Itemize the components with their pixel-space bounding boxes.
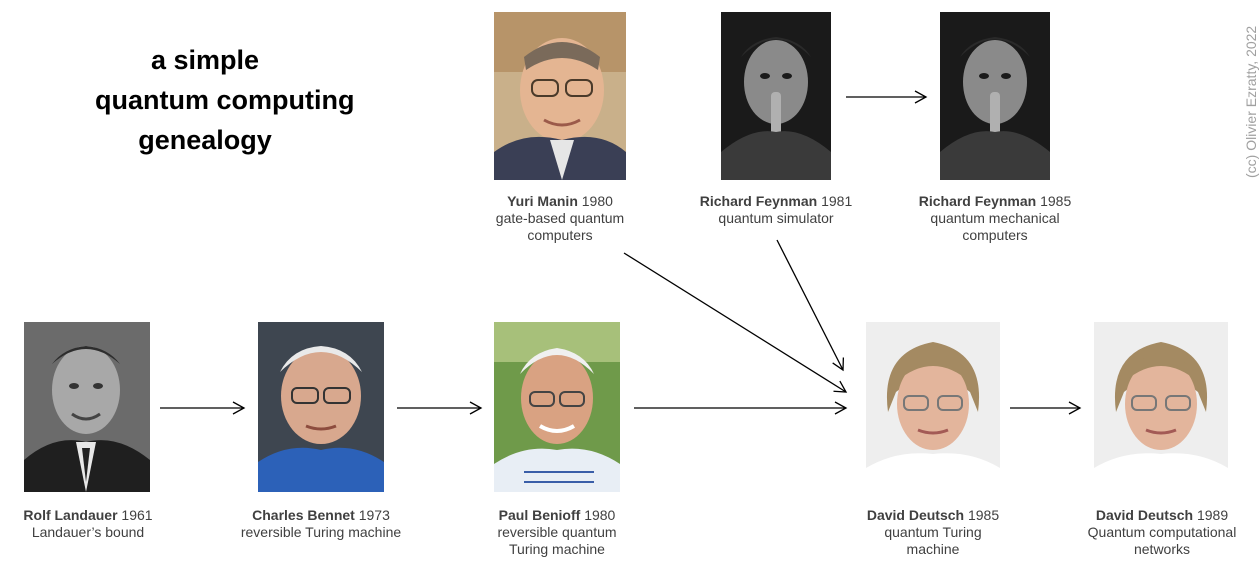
node-desc-2: machine	[906, 541, 960, 557]
node-desc-1: quantum simulator	[718, 210, 834, 226]
photo-david-deutsch-1985	[866, 322, 1000, 492]
node-name: Yuri Manin	[507, 193, 578, 209]
photo-rolf-landauer	[24, 322, 150, 492]
node-desc-1: reversible quantum	[497, 524, 617, 540]
node-name: Richard Feynman	[918, 193, 1037, 209]
node-desc-1: quantum mechanical	[930, 210, 1060, 226]
node-desc-1: Quantum computational	[1087, 524, 1237, 540]
photo-richard-feynman-1981	[721, 12, 831, 180]
node-desc-1: gate-based quantum	[495, 210, 625, 226]
page-title: a simple quantum computing genealogy	[95, 40, 355, 160]
caption-richard-feynman-1981: Richard Feynman 1981 quantum simulator	[676, 193, 876, 227]
node-name: Charles Bennet	[252, 507, 355, 523]
arrow-feynman81-to-deutsch85	[776, 239, 845, 372]
node-desc-2: networks	[1133, 541, 1191, 557]
node-desc-2: computers	[527, 227, 593, 243]
caption-yuri-manin: Yuri Manin 1980 gate-based quantum compu…	[460, 193, 660, 244]
caption-charles-bennet: Charles Bennet 1973 reversible Turing ma…	[211, 507, 431, 541]
node-desc-1: quantum Turing	[884, 524, 982, 540]
caption-richard-feynman-1985: Richard Feynman 1985 quantum mechanical …	[895, 193, 1095, 244]
arrow-manin-to-deutsch85	[623, 252, 848, 393]
node-year: 1989	[1196, 507, 1229, 523]
node-desc-2: Turing machine	[509, 541, 605, 557]
caption-paul-benioff: Paul Benioff 1980 reversible quantum Tur…	[457, 507, 657, 558]
node-name: Richard Feynman	[699, 193, 818, 209]
node-year: 1981	[821, 193, 853, 209]
node-year: 1985	[967, 507, 1000, 523]
caption-david-deutsch-1985: David Deutsch 1985 quantum Turing machin…	[833, 507, 1033, 558]
node-year: 1973	[358, 507, 390, 523]
node-desc-1: Landauer’s bound	[31, 524, 145, 540]
node-year: 1985	[1040, 193, 1072, 209]
photo-paul-benioff	[494, 322, 620, 492]
node-year: 1980	[584, 507, 616, 523]
title-line-3: genealogy	[138, 125, 272, 155]
node-year: 1980	[581, 193, 613, 209]
node-year: 1961	[121, 507, 153, 523]
copyright-credit: (cc) Olivier Ezratty, 2022	[1243, 25, 1259, 178]
node-name: Paul Benioff	[498, 507, 581, 523]
node-name: Rolf Landauer	[23, 507, 118, 523]
node-desc-1: reversible Turing machine	[240, 524, 402, 540]
photo-charles-bennet	[258, 322, 384, 492]
title-line-1: a simple	[150, 45, 260, 75]
photo-yuri-manin	[494, 12, 626, 180]
photo-richard-feynman-1985	[940, 12, 1050, 180]
caption-rolf-landauer: Rolf Landauer 1961 Landauer’s bound	[0, 507, 188, 541]
caption-david-deutsch-1989: David Deutsch 1989 Quantum computational…	[1062, 507, 1260, 558]
title-line-2: quantum computing	[95, 85, 355, 115]
node-name: David Deutsch	[866, 507, 965, 523]
photo-david-deutsch-1989	[1094, 322, 1228, 492]
node-desc-2: computers	[962, 227, 1028, 243]
node-name: David Deutsch	[1095, 507, 1194, 523]
